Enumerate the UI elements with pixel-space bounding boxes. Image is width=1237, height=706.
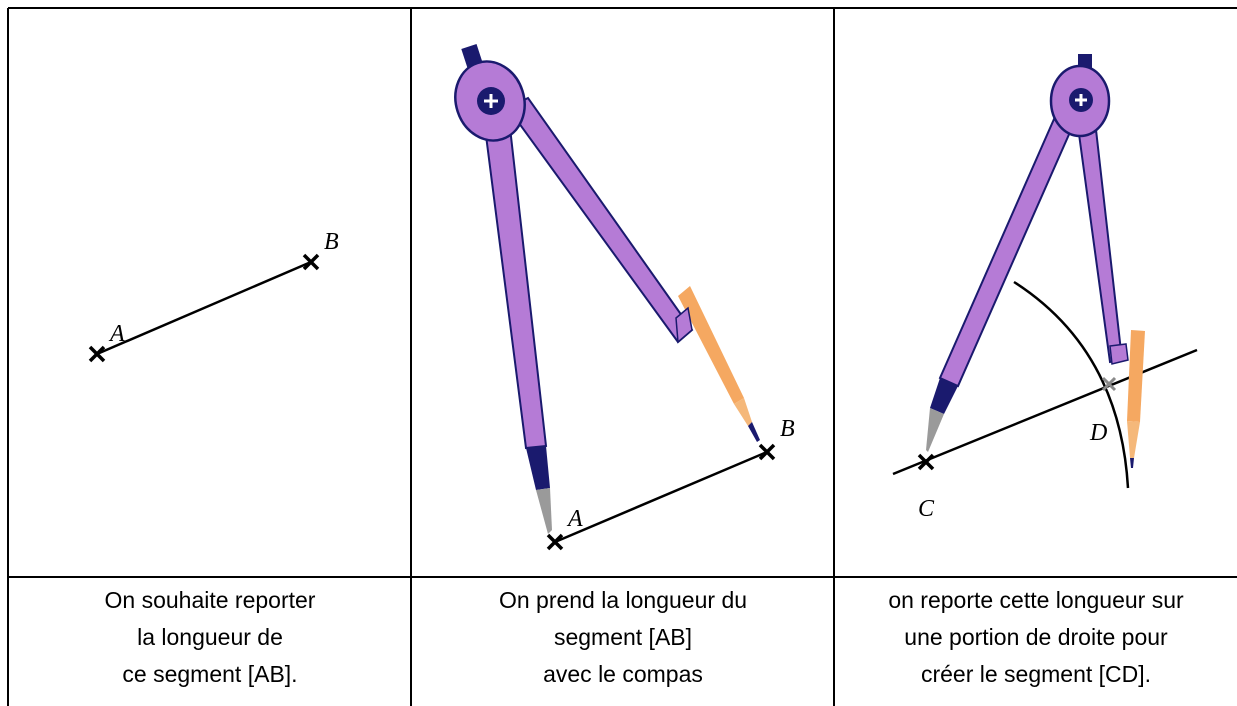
panel-3-caption: on reporte cette longueur sur une portio… xyxy=(836,582,1236,706)
point-c-cross-icon xyxy=(917,453,935,471)
caption-line: créer le segment [CD]. xyxy=(920,661,1152,687)
table-grid xyxy=(7,7,1237,706)
label-a: A xyxy=(566,506,583,532)
caption-line: ce segment [AB]. xyxy=(122,661,298,687)
pencil-icon xyxy=(1127,330,1145,468)
segment-ab xyxy=(96,260,312,356)
caption-line: on reporte cette longueur sur xyxy=(888,587,1184,613)
label-a: A xyxy=(108,321,125,347)
caption-line: segment [AB] xyxy=(553,624,693,650)
arc xyxy=(1013,280,1130,489)
label-d: D xyxy=(1089,420,1107,446)
caption-line: On souhaite reporter xyxy=(104,587,316,613)
label-b: B xyxy=(780,416,795,442)
label-b: B xyxy=(324,229,339,255)
point-a-cross-icon xyxy=(88,345,106,363)
ray-from-c xyxy=(892,348,1198,476)
caption-line: la longueur de xyxy=(137,624,283,650)
panel-1-figure: A B xyxy=(88,229,339,363)
panel-2-caption: On prend la longueur du segment [AB] ave… xyxy=(413,582,833,706)
caption-line: une portion de droite pour xyxy=(904,624,1168,650)
point-a-cross-icon xyxy=(546,533,564,551)
point-b-cross-icon xyxy=(758,443,776,461)
panel-2-figure: A B xyxy=(454,44,795,551)
compass-icon xyxy=(454,44,694,534)
pencil-icon xyxy=(678,286,760,442)
label-c: C xyxy=(918,496,935,522)
panel-3-figure: C D xyxy=(892,54,1198,522)
point-d-cross-icon xyxy=(1101,376,1117,392)
segment-ab-2 xyxy=(554,450,768,544)
caption-line: avec le compas xyxy=(543,661,703,687)
caption-line: On prend la longueur du xyxy=(498,587,748,613)
compass-icon xyxy=(926,54,1129,452)
panel-1-caption: On souhaite reporter la longueur de ce s… xyxy=(10,582,410,706)
point-b-cross-icon xyxy=(302,253,320,271)
